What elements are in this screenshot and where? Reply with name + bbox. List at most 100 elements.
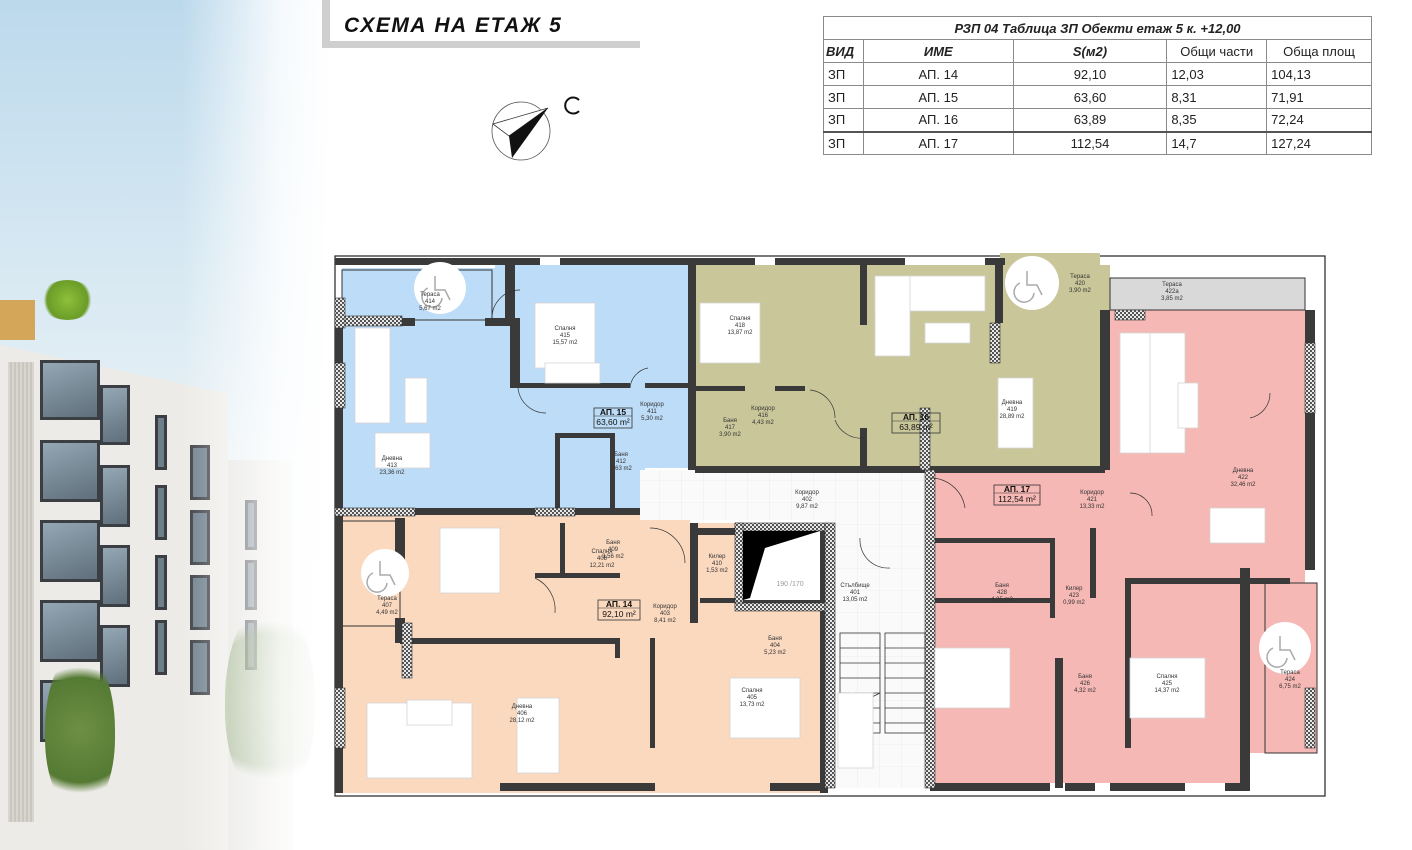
room-417-name: Баня — [723, 418, 737, 424]
room-417-num: 417 — [725, 425, 736, 431]
cell-total: 71,91 — [1266, 85, 1372, 109]
elevator: 190 /170 — [743, 531, 820, 600]
room-409-area: 3,56 m2 — [602, 554, 624, 560]
cell-type: ЗП — [823, 85, 864, 109]
wheelchair-icon — [361, 549, 409, 597]
room-426-num: 426 — [1080, 681, 1091, 687]
room-421-num: 421 — [1087, 497, 1098, 503]
room-422-name: Дневна — [1233, 468, 1254, 474]
room-409-num: 409 — [608, 547, 619, 553]
room-425-num: 425 — [1162, 681, 1173, 687]
wheelchair-glyphs — [366, 271, 1296, 668]
room-402-area: 9,87 m2 — [796, 504, 818, 510]
room-411-name: Коридор — [640, 402, 664, 408]
cell-name: АП. 17 — [862, 130, 1014, 155]
room-421-area: 13,33 m2 — [1079, 504, 1105, 510]
cell-area: 63,60 — [1012, 85, 1168, 109]
room-403-name: Коридор — [653, 604, 677, 610]
table-row: ЗП АП. 14 92,10 12,03 104,13 — [823, 62, 1372, 86]
room-421-name: Коридор — [1080, 490, 1104, 496]
room-406-num: 406 — [517, 711, 528, 717]
room-413-name: Дневна — [382, 456, 403, 462]
area-table: РЗП 04 Таблица ЗП Обекти етаж 5 к. +12,0… — [823, 16, 1372, 155]
room-420-num: 420 — [1075, 281, 1086, 287]
furniture — [354, 275, 1266, 779]
room-402-num: 402 — [802, 497, 813, 503]
table-row: ЗП АП. 16 63,89 8,35 72,24 — [823, 108, 1372, 132]
elevator-dimensions: 190 /170 — [776, 581, 803, 588]
page-title: СХЕМА НА ЕТАЖ 5 — [344, 14, 563, 37]
room-410-num: 410 — [712, 561, 723, 567]
room-414-num: 414 — [425, 299, 436, 305]
cell-type: ЗП — [823, 62, 864, 86]
room-409-name: Баня — [606, 540, 620, 546]
apt-15-title: АП. 15 — [600, 407, 627, 417]
room-420-name: Тераса — [1070, 274, 1090, 280]
room-404-area: 5,23 m2 — [764, 650, 786, 656]
room-401-name: Стълбище — [840, 583, 870, 589]
cell-area: 63,89 — [1012, 108, 1168, 132]
room-412-name: Баня — [614, 452, 628, 458]
room-428-name: Баня — [995, 583, 1009, 589]
cell-total: 72,24 — [1266, 108, 1372, 132]
room-labels: Тераса 414 5,67 m2 Спалня 415 15,57 m2 Д… — [376, 274, 1301, 724]
room-422-num: 422 — [1238, 475, 1249, 481]
room-407-name: Тераса — [377, 596, 397, 602]
room-405-name: Спалня — [742, 688, 763, 694]
cell-total: 104,13 — [1266, 62, 1372, 86]
room-414-name: Тераса — [420, 292, 440, 298]
room-410-name: Килер — [708, 554, 726, 560]
table-row: ЗП АП. 15 63,60 8,31 71,91 — [823, 85, 1372, 109]
room-417-area: 3,90 m2 — [719, 432, 741, 438]
room-402-name: Коридор — [795, 490, 819, 496]
room-426-name: Баня — [1078, 674, 1092, 680]
cell-common: 12,03 — [1166, 62, 1268, 86]
room-428-area: 4,35 m2 — [991, 597, 1013, 603]
walls — [335, 258, 1315, 793]
accessibility-markers — [361, 256, 1311, 674]
room-418-num: 418 — [735, 323, 746, 329]
apartment-16 — [695, 253, 1110, 470]
room-416-num: 416 — [758, 413, 769, 419]
apt-16-title: АП. 16 — [903, 412, 930, 422]
room-406-name: Дневна — [512, 704, 533, 710]
room-410-area: 1,53 m2 — [706, 568, 728, 574]
room-416-area: 4,43 m2 — [752, 420, 774, 426]
cell-common: 8,35 — [1166, 108, 1268, 132]
room-422a-num: 422a — [1165, 289, 1179, 295]
room-419-num: 419 — [1007, 407, 1018, 413]
room-401-area: 13,05 m2 — [842, 597, 868, 603]
apt-17-badge: АП. 17 112,54 m² — [993, 484, 1041, 506]
room-423-num: 423 — [1069, 593, 1080, 599]
room-415-area: 15,57 m2 — [552, 340, 578, 346]
masonry — [334, 297, 1316, 789]
wheelchair-icon — [1259, 622, 1311, 674]
common-corridor — [640, 470, 930, 520]
cell-name: АП. 14 — [862, 62, 1014, 86]
apt-15-badge: АП. 15 63,60 m² — [593, 407, 633, 429]
room-401-num: 401 — [850, 590, 861, 596]
cell-area: 92,10 — [1012, 62, 1168, 86]
cell-area: 112,54 — [1012, 130, 1168, 155]
room-412-area: 3,63 m2 — [610, 466, 632, 472]
apt-16-badge: АП. 16 63,89 m² — [891, 412, 941, 434]
room-413-num: 413 — [387, 463, 398, 469]
room-426-area: 4,32 m2 — [1074, 688, 1096, 694]
room-411-area: 5,30 m2 — [641, 416, 663, 422]
cell-type: ЗП — [823, 108, 864, 132]
floor-plan: 190 /170 — [330, 238, 1330, 808]
cell-type: ЗП — [823, 130, 864, 155]
room-403-num: 403 — [660, 611, 671, 617]
column-header-total: Обща площ — [1266, 39, 1372, 63]
cell-name: АП. 16 — [862, 108, 1014, 132]
room-404-name: Баня — [768, 636, 782, 642]
title-frame — [322, 0, 640, 48]
room-408-name: Спалня — [592, 549, 613, 555]
room-419-area: 28,89 m2 — [999, 414, 1025, 420]
room-419-name: Дневна — [1002, 400, 1023, 406]
room-406-area: 28,12 m2 — [509, 718, 535, 724]
column-header-type: ВИД — [823, 39, 864, 63]
floor-plan-drawing: 190 /170 — [334, 253, 1326, 797]
room-407-num: 407 — [382, 603, 393, 609]
table-row: ЗП АП. 17 112,54 14,7 127,24 — [823, 130, 1372, 155]
